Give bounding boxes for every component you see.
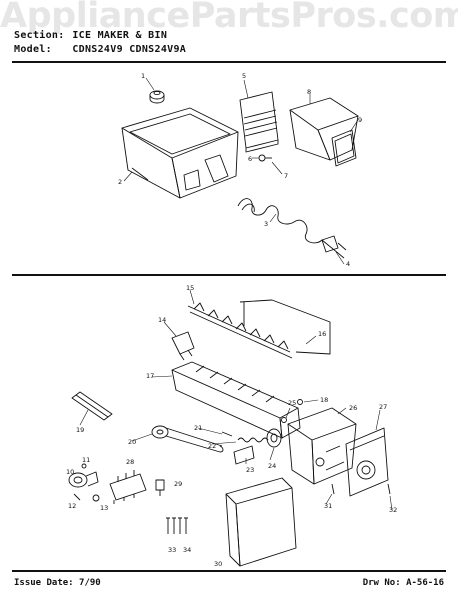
part-30-box bbox=[225, 477, 297, 567]
callout-20: 20 bbox=[128, 438, 136, 446]
callout-5: 5 bbox=[242, 72, 246, 80]
part-23-bracket bbox=[233, 445, 255, 465]
part-5-baffle bbox=[239, 91, 279, 153]
part-10-valve bbox=[68, 471, 99, 488]
part-13-nut bbox=[92, 494, 100, 502]
callout-14: 14 bbox=[158, 316, 166, 324]
model-value: CDNS24V9 CDNS24V9A bbox=[72, 44, 187, 55]
part-21-pin bbox=[221, 431, 233, 437]
part-1-nut bbox=[149, 90, 165, 104]
part-29-thermostat bbox=[155, 479, 165, 496]
issue-date: Issue Date: 7/90 bbox=[14, 578, 101, 588]
drawing-number: Drw No: A-56-16 bbox=[362, 578, 444, 588]
part-24-gear bbox=[266, 428, 282, 448]
callout-21: 21 bbox=[194, 424, 202, 432]
callout-29: 29 bbox=[174, 480, 182, 488]
callout-23: 23 bbox=[246, 466, 254, 474]
callout-3: 3 bbox=[264, 220, 268, 228]
callout-24: 24 bbox=[268, 462, 276, 470]
callout-11: 11 bbox=[82, 456, 90, 464]
callout-6: 6 bbox=[248, 155, 252, 163]
callout-2: 2 bbox=[118, 178, 122, 186]
section-divider bbox=[12, 274, 446, 276]
callout-4: 4 bbox=[346, 260, 350, 268]
part-14-clip bbox=[171, 331, 195, 361]
header-rule bbox=[12, 61, 446, 63]
part-17-mold bbox=[171, 361, 301, 439]
part-15-stripper bbox=[187, 302, 293, 359]
footer-rule bbox=[12, 570, 446, 572]
part-11-washer bbox=[81, 463, 87, 469]
model-label: Model: bbox=[14, 44, 52, 55]
callout-30: 30 bbox=[214, 560, 222, 568]
callout-8: 8 bbox=[307, 88, 311, 96]
callout-25: 25 bbox=[288, 399, 296, 407]
part-18-screw bbox=[297, 399, 303, 405]
part-19-strip bbox=[71, 391, 113, 421]
watermark: AppliancePartsPros.com bbox=[0, 0, 458, 36]
part-28-switch bbox=[109, 470, 147, 504]
callout-19: 19 bbox=[76, 426, 84, 434]
part-16-shield bbox=[239, 299, 331, 355]
part-4-plug bbox=[321, 235, 347, 253]
part-8-chute bbox=[289, 97, 359, 161]
callout-15: 15 bbox=[186, 284, 194, 292]
callout-31: 31 bbox=[324, 502, 332, 510]
callout-13: 13 bbox=[100, 504, 108, 512]
leader-lines bbox=[79, 77, 393, 511]
callout-27: 27 bbox=[379, 403, 387, 411]
callout-22: 22 bbox=[208, 442, 216, 450]
part-31-screw bbox=[331, 483, 335, 495]
callout-33: 33 bbox=[168, 546, 176, 554]
callout-18: 18 bbox=[320, 396, 328, 404]
part-27-cover bbox=[345, 427, 389, 497]
section-value: ICE MAKER & BIN bbox=[72, 30, 168, 41]
section-label: Section: bbox=[14, 30, 65, 41]
callout-9: 9 bbox=[358, 116, 362, 124]
part-33-34-screws bbox=[166, 517, 188, 534]
callout-10: 10 bbox=[66, 468, 74, 476]
part-2-ice-bin bbox=[121, 107, 239, 199]
part-20-arm bbox=[151, 425, 224, 453]
callout-1: 1 bbox=[141, 72, 145, 80]
callout-16: 16 bbox=[318, 330, 326, 338]
callout-34: 34 bbox=[183, 546, 191, 554]
part-22-spring bbox=[237, 437, 269, 443]
part-25-screw bbox=[281, 417, 287, 423]
part-9-cover bbox=[331, 129, 357, 167]
model-line: Model: CDNS24V9 CDNS24V9A bbox=[14, 44, 186, 55]
callout-7: 7 bbox=[284, 172, 288, 180]
part-12-fitting bbox=[73, 493, 81, 501]
part-3-heater bbox=[237, 198, 345, 259]
section-line: Section: ICE MAKER & BIN bbox=[14, 30, 167, 41]
part-32-screw bbox=[387, 483, 391, 495]
callout-17: 17 bbox=[146, 372, 154, 380]
callout-12: 12 bbox=[68, 502, 76, 510]
callout-26: 26 bbox=[349, 404, 357, 412]
callout-32: 32 bbox=[389, 506, 397, 514]
part-26-housing bbox=[287, 407, 357, 485]
callout-28: 28 bbox=[126, 458, 134, 466]
